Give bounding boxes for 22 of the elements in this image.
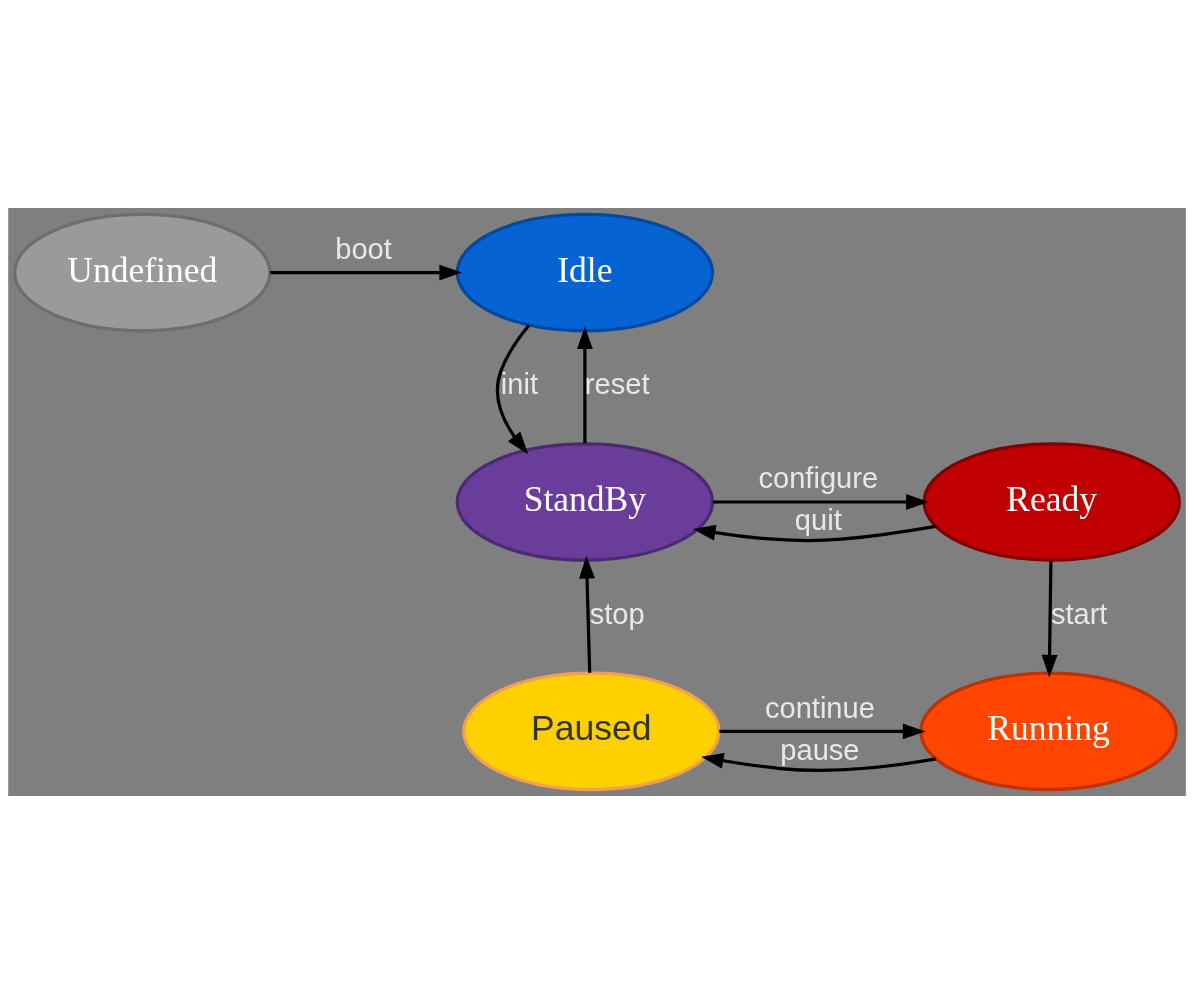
edge-label: quit xyxy=(794,503,842,536)
arrow xyxy=(1041,560,1058,678)
arrow xyxy=(692,524,936,542)
node-ellipse: Undefined xyxy=(13,212,272,332)
arrow xyxy=(495,323,531,454)
node-ellipse: Running xyxy=(919,671,1178,791)
arrow xyxy=(579,555,595,673)
node-ellipse: Ready xyxy=(922,441,1181,562)
edge-label: boot xyxy=(335,232,392,265)
edge-label: stop xyxy=(589,597,645,630)
edge-label: init xyxy=(500,367,539,400)
edge-label: start xyxy=(1050,597,1108,630)
arrow xyxy=(270,264,463,281)
edge-label: continue xyxy=(764,690,875,723)
arrow xyxy=(576,325,593,443)
edge-label: configure xyxy=(758,461,879,494)
arrow xyxy=(700,752,937,772)
edge-label: pause xyxy=(780,732,860,765)
node-ellipse: Paused xyxy=(462,671,721,791)
arrow xyxy=(719,722,926,739)
arrow xyxy=(713,493,929,510)
node-ellipse: Idle xyxy=(455,212,715,332)
